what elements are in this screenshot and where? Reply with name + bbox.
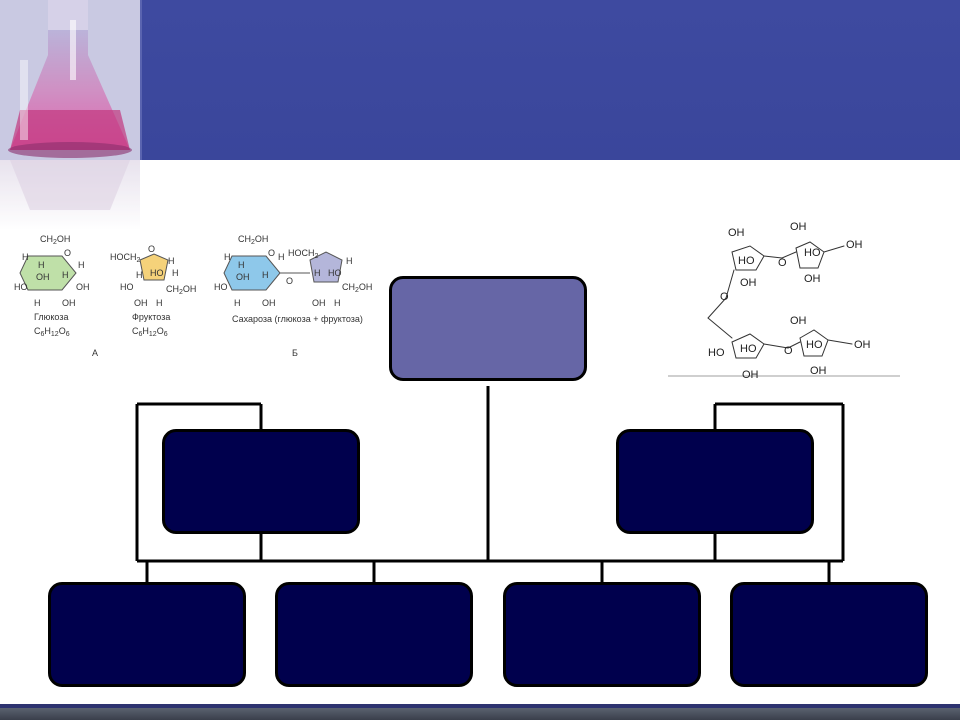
poly-ho2-label: HO	[804, 247, 821, 259]
leaf-box-1	[48, 582, 246, 687]
flask-icon	[0, 0, 140, 160]
sucrose-h4-label: H	[262, 270, 269, 280]
sucrose-ch2oh2-label: CH2OH	[342, 282, 372, 294]
sucrose-h1-label: H	[278, 252, 285, 262]
glucose-h1-label: H	[22, 252, 29, 262]
sucrose-h2-label: H	[224, 252, 231, 262]
poly-oh1-label: OH	[728, 227, 745, 239]
sucrose-name: Сахароза (глюкоза + фруктоза)	[232, 314, 363, 324]
sucrose-structure: CH2OH O H HOCH2 H H OH H O H HO H HO CH2…	[214, 234, 372, 358]
footer-band	[0, 708, 960, 720]
sucrose-h8-label: H	[334, 298, 341, 308]
glucose-h2-label: H	[38, 260, 45, 270]
chem-structure-right: OH OH HO HO OH O OH OH O OH HO HO O HO O…	[667, 218, 901, 381]
fructose-structure: HOCH2 O H HO H H HO CH2OH OH H Фруктоза …	[110, 244, 196, 338]
poly-oh7-label: OH	[854, 339, 871, 351]
label-b: Б	[292, 348, 298, 358]
poly-oh2-label: OH	[790, 221, 807, 233]
glucose-h5-label: H	[34, 298, 41, 308]
leaf-box-2	[275, 582, 473, 687]
fructose-name: Фруктоза	[132, 312, 170, 322]
fructose-h1-label: H	[136, 270, 143, 280]
footer-line	[0, 704, 960, 708]
glucose-ho-label: HO	[14, 282, 28, 292]
glucose-structure: CH2OH O H H OH H H HO OH H OH Глюкоза C6…	[14, 234, 98, 358]
sucrose-ho2-label: HO	[214, 282, 228, 292]
poly-ho5-label: HO	[806, 339, 823, 351]
root-box	[389, 276, 587, 381]
poly-ho3-label: HO	[708, 347, 725, 359]
sucrose-h3-label: H	[238, 260, 245, 270]
glucose-h3-label: H	[62, 270, 69, 280]
poly-oh6-label: OH	[790, 315, 807, 327]
glucose-name: Глюкоза	[34, 312, 68, 322]
glucose-h4-label: H	[78, 260, 85, 270]
flask-photo	[0, 0, 140, 160]
fructose-oh-label: OH	[134, 298, 148, 308]
sucrose-ho1-label: HO	[328, 268, 342, 278]
header-band	[0, 0, 960, 160]
sucrose-h5-label: H	[314, 268, 321, 278]
fructose-h2-label: H	[168, 256, 175, 266]
header-divider	[140, 0, 142, 160]
sucrose-h7-label: H	[234, 298, 241, 308]
fructose-h4-label: H	[156, 298, 163, 308]
fructose-o-label: O	[148, 244, 155, 254]
poly-o3-label: O	[784, 345, 793, 357]
leaf-box-4	[730, 582, 928, 687]
fructose-ho2-label: HO	[120, 282, 134, 292]
poly-oh4-label: OH	[740, 277, 757, 289]
poly-o1-label: O	[778, 257, 787, 269]
fructose-h3-label: H	[172, 268, 179, 278]
glucose-ch2oh-label: CH2OH	[40, 234, 70, 246]
sucrose-oh3-label: OH	[312, 298, 326, 308]
glucose-o-label: O	[64, 248, 71, 258]
leaf-box-3	[503, 582, 701, 687]
glucose-oh1-label: OH	[36, 272, 50, 282]
label-a: А	[92, 348, 98, 358]
glucose-formula: C6H12O6	[34, 326, 70, 338]
right-category-box	[616, 429, 814, 534]
poly-oh9-label: OH	[810, 365, 827, 377]
sucrose-hoch2-label: HOCH2	[288, 248, 319, 260]
fructose-hoch2-label: HOCH2	[110, 252, 141, 264]
glucose-oh3-label: OH	[62, 298, 76, 308]
sucrose-oh2-label: OH	[262, 298, 276, 308]
fructose-ho1-label: HO	[150, 268, 164, 278]
sucrose-oh1-label: OH	[236, 272, 250, 282]
poly-ho1-label: HO	[738, 255, 755, 267]
poly-oh5-label: OH	[804, 273, 821, 285]
left-category-box	[162, 429, 360, 534]
glucose-oh2-label: OH	[76, 282, 90, 292]
sucrose-h6-label: H	[346, 256, 353, 266]
poly-ho4-label: HO	[740, 343, 757, 355]
sucrose-o2-label: O	[286, 276, 293, 286]
chem-structures-left: CH2OH O H H OH H H HO OH H OH Глюкоза C6…	[10, 228, 380, 368]
poly-oh8-label: OH	[742, 369, 759, 380]
sucrose-o1-label: O	[268, 248, 275, 258]
fructose-formula: C6H12O6	[132, 326, 168, 338]
flask-reflection	[0, 160, 140, 230]
fructose-ch2oh-label: CH2OH	[166, 284, 196, 296]
poly-o2-label: O	[720, 291, 729, 303]
poly-oh3-label: OH	[846, 239, 863, 251]
sucrose-ch2oh-label: CH2OH	[238, 234, 268, 246]
